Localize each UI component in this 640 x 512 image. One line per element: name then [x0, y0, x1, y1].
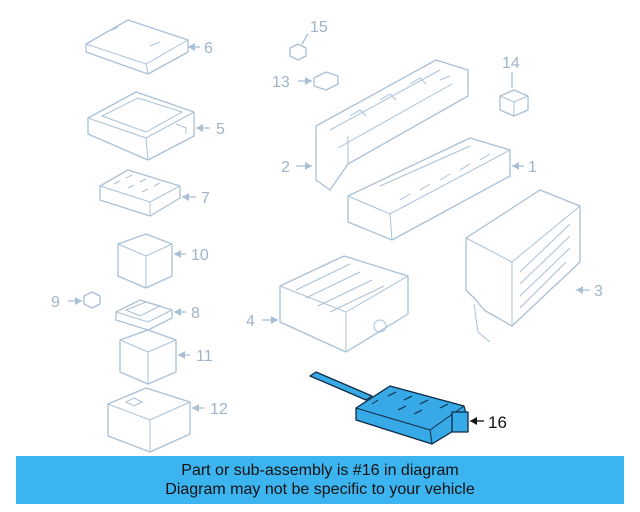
part-4-module[interactable] [279, 255, 409, 353]
banner-line-1: Part or sub-assembly is #16 in diagram [181, 462, 459, 479]
parts-diagram: 6 5 7 10 9 8 11 [51, 19, 603, 453]
callout-10: 10 [191, 247, 209, 264]
part-14-relay[interactable] [499, 89, 529, 117]
callout-7: 7 [201, 190, 210, 207]
part-1-fuse-block[interactable] [347, 137, 511, 241]
part-3-housing[interactable] [465, 189, 581, 343]
part-13-connector[interactable] [313, 71, 339, 91]
callout-15: 15 [310, 19, 328, 36]
callout-9: 9 [51, 294, 60, 311]
callout-13: 13 [272, 74, 290, 91]
part-9-cap[interactable] [83, 291, 101, 309]
callout-11: 11 [196, 348, 213, 365]
callout-6: 6 [204, 40, 213, 57]
part-10-relay[interactable] [117, 233, 173, 289]
banner-line-2: Diagram may not be specific to your vehi… [165, 481, 475, 498]
part-12-relay[interactable] [107, 387, 191, 453]
callout-2: 2 [281, 159, 290, 176]
part-5-cover[interactable] [87, 91, 195, 161]
callout-1: 1 [528, 159, 537, 176]
part-2-carrier[interactable] [315, 59, 469, 191]
info-banner: Part or sub-assembly is #16 in diagram D… [16, 456, 624, 504]
callout-8: 8 [191, 305, 200, 322]
part-16-fuse-block-highlighted[interactable] [309, 371, 469, 445]
callout-14: 14 [502, 55, 520, 72]
part-11-relay[interactable] [119, 329, 177, 385]
part-15-clip[interactable] [289, 43, 307, 61]
callout-16: 16 [488, 413, 507, 432]
callout-12: 12 [210, 401, 228, 418]
part-8-holder[interactable] [115, 299, 173, 331]
callout-3: 3 [594, 283, 603, 300]
callout-5: 5 [216, 121, 225, 138]
part-6-cover[interactable] [85, 19, 189, 75]
callout-4: 4 [246, 313, 255, 330]
part-7-relay-block[interactable] [99, 169, 181, 217]
